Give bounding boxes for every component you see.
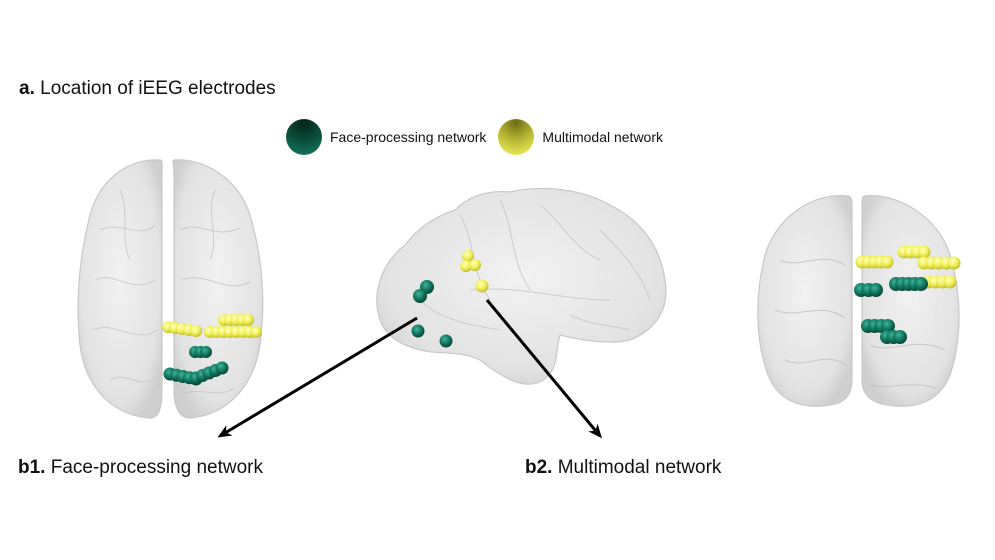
teal-sphere-icon	[286, 119, 322, 155]
gyri-lines	[91, 189, 253, 396]
multimodal-electrode	[242, 314, 254, 326]
panel-a-text: Location of iEEG electrodes	[40, 78, 276, 99]
legend: Face-processing network Multimodal netwo…	[286, 119, 675, 155]
right-hemisphere-coronal	[861, 195, 960, 407]
multimodal-electrode	[190, 325, 202, 337]
face-network-electrode	[869, 283, 883, 297]
axial-brain-view	[77, 159, 264, 419]
multimodal-electrode	[880, 255, 894, 269]
sagittal-brain-surface	[376, 187, 667, 385]
arrow-to-multimodal-network	[485, 299, 602, 439]
panel-b2-prefix: b2.	[525, 457, 553, 478]
face-network-electrode	[411, 324, 425, 338]
legend-item-multimodal-network: Multimodal network	[498, 119, 663, 155]
face-network-electrode	[413, 289, 427, 303]
legend-label-multimodal: Multimodal network	[542, 129, 664, 145]
face-network-electrode	[439, 334, 453, 348]
multimodal-electrode	[475, 279, 489, 293]
multimodal-electrode	[460, 260, 472, 272]
yellow-sphere-icon	[498, 119, 535, 155]
panel-a-title: a. Location of iEEG electrodes	[19, 78, 276, 100]
legend-label-face: Face-processing network	[330, 129, 487, 145]
face-network-electrode	[215, 361, 229, 375]
left-hemisphere	[77, 159, 163, 419]
multimodal-electrode	[462, 250, 474, 262]
arrow-to-face-network	[217, 316, 418, 438]
coronal-folds	[774, 258, 946, 389]
panel-b1-title: b1. Face-processing network	[18, 457, 263, 479]
multimodal-electrode	[917, 245, 931, 259]
panel-b2-text: Multimodal network	[557, 457, 722, 478]
multimodal-electrode	[469, 259, 481, 271]
panel-b1-prefix: b1.	[18, 457, 46, 478]
panel-a-prefix: a.	[19, 78, 35, 99]
face-network-electrode	[914, 277, 928, 291]
multimodal-electrode	[250, 326, 262, 338]
face-network-electrode	[200, 346, 212, 358]
coronal-brain-view	[757, 195, 961, 407]
panel-b2-title: b2. Multimodal network	[525, 457, 721, 479]
face-network-electrode	[881, 319, 895, 333]
multimodal-electrode	[943, 275, 957, 289]
left-hemisphere-coronal	[757, 195, 853, 407]
sagittal-brain-view	[376, 187, 667, 385]
multimodal-electrode	[947, 256, 961, 270]
legend-item-face-network: Face-processing network	[286, 119, 486, 155]
face-network-electrode	[893, 330, 907, 344]
panel-b1-text: Face-processing network	[50, 457, 263, 478]
